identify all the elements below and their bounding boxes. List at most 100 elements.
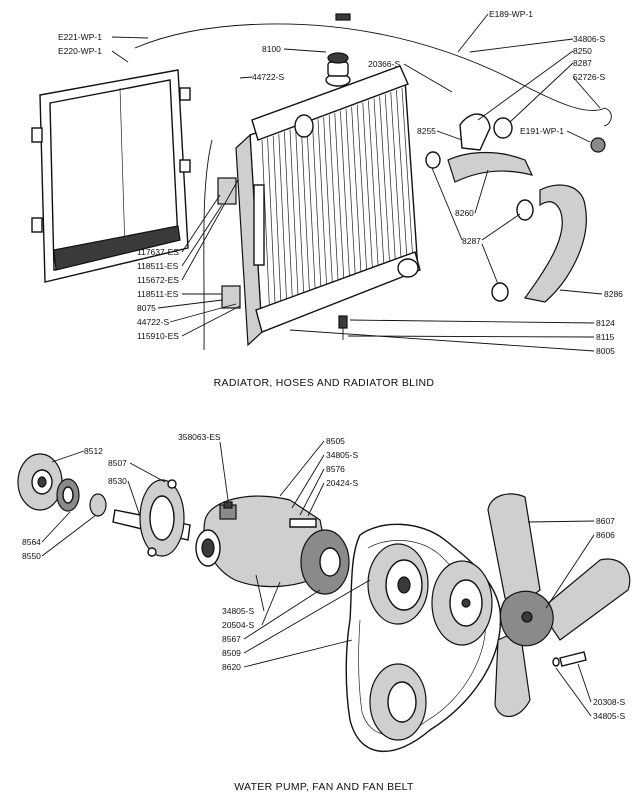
overflow-pipe [203, 139, 213, 351]
fan-assembly [487, 493, 631, 717]
fan-blade-upper [487, 493, 541, 606]
label-8287-a: 8287 [573, 58, 592, 68]
radiator-fin [362, 102, 374, 279]
label-8620: 8620 [222, 662, 241, 672]
label-8507: 8507 [108, 458, 127, 468]
radiator-fin [317, 119, 328, 297]
label-118511-a: 118511-ES [137, 261, 179, 271]
hose-clamp [516, 199, 534, 221]
radiator-fin [328, 115, 339, 293]
crankshaft-pulley [369, 663, 427, 741]
thermostat [590, 137, 606, 153]
label-8530: 8530 [108, 476, 127, 486]
radiator-cap [325, 52, 351, 87]
thermostat-outlet [459, 113, 491, 151]
upper-inlet-neck [294, 114, 314, 138]
top-labels: E221-WP-1 E220-WP-1 E189-WP-1 8100 44722… [58, 9, 623, 356]
radiator-fin [340, 110, 351, 288]
radiator-fin [368, 100, 380, 276]
mounting-bracket-upper [217, 177, 237, 205]
blind-control-cable [134, 23, 606, 111]
label-8576: 8576 [326, 464, 345, 474]
radiator-fin [267, 137, 277, 318]
drain-cock [338, 315, 348, 340]
hose-clamp [491, 282, 509, 302]
radiator-fin [401, 87, 414, 263]
label-20504: 20504-S [222, 620, 254, 630]
label-8550: 8550 [22, 551, 41, 561]
label-8075: 8075 [137, 303, 156, 313]
label-8260: 8260 [455, 208, 474, 218]
label-8606: 8606 [596, 530, 615, 540]
radiator-fin [384, 94, 397, 269]
radiator-fin [379, 96, 391, 272]
label-358063: 358063-ES [178, 432, 221, 442]
radiator-fin [373, 98, 385, 274]
label-e191: E191-WP-1 [520, 126, 564, 136]
grease-fitting [223, 501, 233, 509]
radiator-fin [312, 121, 322, 300]
label-8509: 8509 [222, 648, 241, 658]
fan-hub [521, 611, 533, 623]
label-8567: 8567 [222, 634, 241, 644]
pump-bushing [89, 493, 107, 517]
label-8564: 8564 [22, 537, 41, 547]
label-8255: 8255 [417, 126, 436, 136]
pump-body [195, 495, 350, 595]
radiator-fin [334, 112, 345, 290]
label-115910: 115910-ES [137, 331, 179, 341]
hose-clamp [425, 151, 441, 169]
generator-pulley [367, 543, 429, 625]
radiator-fin [396, 90, 408, 265]
radiator-fin [289, 129, 299, 309]
label-34806: 34806-S [573, 34, 605, 44]
radiator-core [235, 65, 421, 347]
lower-hose [523, 184, 587, 303]
lower-outlet-neck [397, 258, 419, 278]
label-20308: 20308-S [593, 697, 625, 707]
pump-hub [17, 453, 63, 511]
bottom-labels: 8512 8507 358063-ES 8505 34805-S 8576 20… [22, 432, 625, 721]
label-8512: 8512 [84, 446, 103, 456]
label-8115: 8115 [596, 332, 615, 342]
label-8607: 8607 [596, 516, 615, 526]
upper-hose [447, 151, 534, 183]
label-118511-b: 118511-ES [137, 289, 179, 299]
label-8005: 8005 [596, 346, 615, 356]
label-34805-a: 34805-S [326, 450, 358, 460]
radiator-blind [31, 69, 191, 283]
cable-end-hook [603, 107, 612, 127]
radiator-fin [284, 131, 294, 311]
label-117637: 117637-ES [137, 247, 179, 257]
label-8286: 8286 [604, 289, 623, 299]
label-20424: 20424-S [326, 478, 358, 488]
pump-gasket [139, 479, 185, 557]
fan-bolt [559, 651, 587, 667]
caption-water-pump: WATER PUMP, FAN AND FAN BELT [234, 781, 414, 793]
radiator-fin [345, 108, 357, 286]
label-8124: 8124 [596, 318, 615, 328]
label-20366: 20366-S [368, 59, 400, 69]
fan-blade-lower [494, 629, 531, 717]
label-e220: E220-WP-1 [58, 46, 102, 56]
label-52726: 52726-S [573, 72, 605, 82]
mounting-bracket-lower [221, 285, 241, 309]
label-44722-b: 44722-S [137, 317, 169, 327]
label-e189: E189-WP-1 [489, 9, 533, 19]
label-8505: 8505 [326, 436, 345, 446]
radiator-fin [351, 106, 362, 283]
hose-clamp [493, 117, 513, 139]
label-115672: 115672-ES [137, 275, 179, 285]
label-44722-a: 44722-S [252, 72, 284, 82]
fan-pulley [431, 560, 493, 646]
label-8100: 8100 [262, 44, 281, 54]
pump-bolt [289, 518, 317, 528]
radiator-fin [323, 117, 334, 295]
label-34805-b: 34805-S [222, 606, 254, 616]
label-34805-c: 34805-S [593, 711, 625, 721]
radiator-fin [295, 127, 305, 307]
cable-clip [335, 13, 351, 21]
radiator-fin [306, 123, 317, 302]
radiator-fin [300, 125, 311, 304]
